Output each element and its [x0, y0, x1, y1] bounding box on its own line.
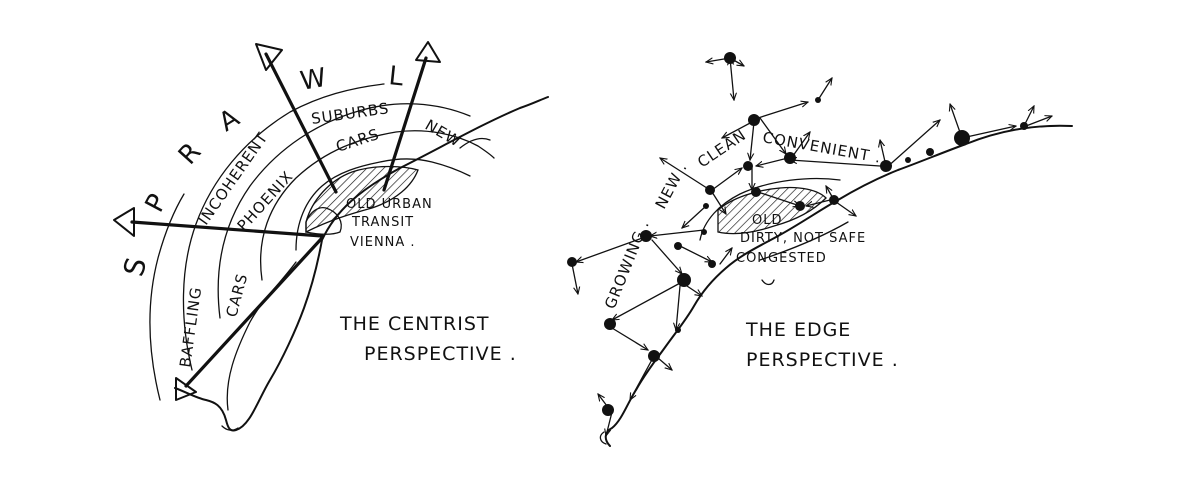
centrist-title-line1: THE CENTRIST	[339, 313, 490, 335]
sprawl-arrow-west	[113, 207, 324, 238]
label-vienna: VIENNA .	[350, 235, 416, 250]
label-cars-left: CARS	[222, 271, 251, 319]
label-transit: TRANSIT	[351, 215, 414, 230]
edge-ring-1	[699, 177, 841, 241]
node	[674, 242, 682, 250]
left-coast-notch	[221, 425, 239, 431]
label-new-edge: NEW .	[652, 159, 691, 212]
sprawl-letter-s: S	[117, 254, 153, 280]
right-coast-wave	[761, 279, 775, 286]
ring-5	[149, 193, 185, 401]
node	[677, 273, 691, 287]
node	[708, 260, 716, 268]
edge-diagram: GROWING . NEW . CLEAN CONVENIENT . OLD D…	[567, 52, 1073, 447]
centrist-diagram: S P R A W L INCOHERENT SUBURBS NEW PHOEN…	[113, 41, 549, 432]
node	[701, 229, 707, 235]
node	[648, 350, 660, 362]
node	[784, 152, 796, 164]
label-dirty-not-safe: DIRTY, NOT SAFE	[740, 231, 866, 246]
node	[1020, 122, 1028, 130]
edge-network-nodes	[567, 52, 1028, 416]
sprawl-letter-a: A	[214, 103, 245, 138]
label-suburbs: SUBURBS	[310, 99, 390, 128]
node	[905, 157, 911, 163]
label-clean: CLEAN	[694, 126, 749, 172]
sprawl-letter-p: P	[140, 189, 174, 217]
edge-ring-2	[759, 221, 849, 261]
ring-4	[182, 83, 385, 371]
node	[926, 148, 934, 156]
edge-title-line2: PERSPECTIVE .	[746, 349, 899, 371]
node	[604, 318, 616, 330]
node	[724, 52, 736, 64]
right-coast-notch	[599, 431, 607, 445]
node	[703, 203, 709, 209]
node	[954, 130, 970, 146]
node	[748, 114, 760, 126]
node	[795, 201, 805, 211]
left-coastline	[174, 96, 549, 432]
label-convenient: CONVENIENT .	[761, 128, 883, 167]
sprawl-letter-l: L	[387, 61, 405, 92]
ring-2	[260, 130, 495, 281]
node	[743, 161, 753, 171]
node	[567, 257, 577, 267]
sprawl-letter-w: W	[298, 63, 329, 97]
label-old-edge: OLD	[752, 213, 783, 228]
edge-title-line1: THE EDGE	[745, 319, 851, 341]
ring-1	[295, 158, 471, 251]
label-baffling: BAFFLING	[176, 285, 205, 368]
label-congested: CONGESTED	[736, 251, 827, 266]
node	[829, 195, 839, 205]
node	[880, 160, 892, 172]
old-urban-core	[305, 165, 419, 234]
sprawl-arrow-southwest	[175, 236, 324, 401]
label-growing: GROWING .	[601, 217, 653, 311]
node	[705, 185, 715, 195]
label-cars-top: CARS	[334, 125, 382, 156]
ring-3	[217, 103, 471, 319]
old-urban-core-lobe	[305, 206, 342, 235]
ring-tick	[459, 137, 491, 149]
node	[751, 187, 761, 197]
sprawl-arrow-north	[255, 43, 338, 194]
node	[675, 327, 681, 333]
label-old-urban: OLD URBAN	[346, 197, 433, 212]
node	[602, 404, 614, 416]
centrist-title-line2: PERSPECTIVE .	[364, 343, 517, 365]
edge-network-links	[571, 58, 1052, 436]
node	[640, 230, 652, 242]
sprawl-arrow-northeast	[382, 41, 441, 192]
node	[815, 97, 821, 103]
sprawl-letter-r: R	[173, 137, 207, 171]
